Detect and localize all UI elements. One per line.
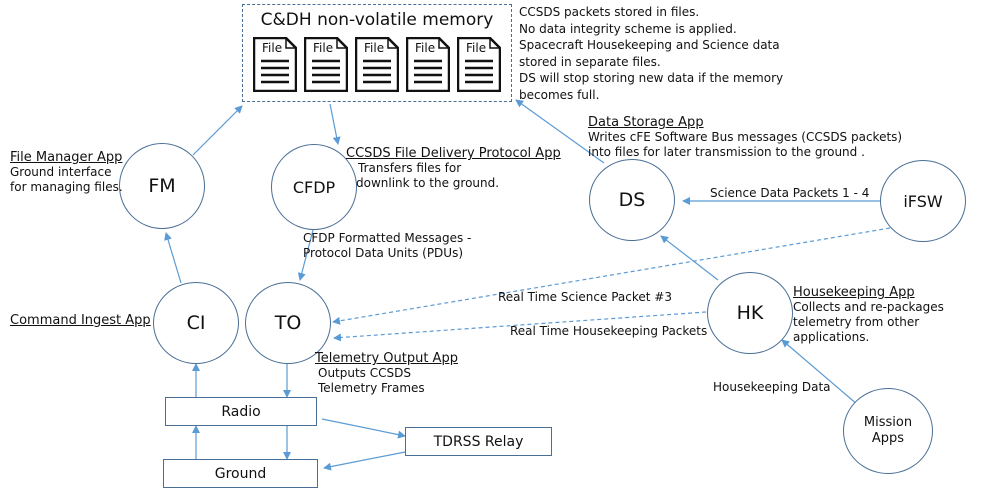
- housekeeping-data-label: Housekeeping Data: [713, 380, 831, 394]
- file-icon: File: [304, 37, 348, 92]
- ci-node[interactable]: CI: [153, 282, 239, 364]
- cfdp-node-label: CFDP: [292, 177, 336, 197]
- ground-box-label: Ground: [214, 465, 267, 482]
- memory-note: becomes full.: [519, 87, 600, 102]
- ds-node-label: DS: [618, 189, 646, 211]
- cfdp-to-flow-label: CFDP Formatted Messages - Protocol Data …: [303, 231, 471, 261]
- cfdp-node[interactable]: CFDP: [271, 144, 357, 230]
- arrow-hk-to-ds: [660, 235, 719, 281]
- to-node-label: TO: [274, 312, 302, 334]
- memory-note: DS will stop storing new data if the mem…: [519, 71, 784, 85]
- flow-label-line: Protocol Data Units (PDUs): [303, 246, 464, 260]
- memory-note: Spacecraft Housekeeping and Science data: [519, 38, 780, 52]
- fm-node-label: FM: [148, 175, 176, 197]
- mission-apps-node-label: Mission Apps: [863, 414, 913, 446]
- arrow-fm-to-memory: [192, 105, 243, 156]
- fm-app-title: File Manager App: [10, 150, 123, 165]
- memory-notes: CCSDS packets stored in files. No data i…: [519, 4, 783, 103]
- non-volatile-memory-container: C&DH non-volatile memory File File File …: [242, 4, 512, 102]
- fm-description: File Manager App Ground interface for ma…: [10, 150, 123, 195]
- ds-description-line: into files for later transmission to the…: [588, 145, 865, 159]
- file-icon: File: [457, 37, 501, 92]
- hk-description-line: applications.: [793, 330, 870, 344]
- radio-box-label: Radio: [221, 403, 261, 420]
- hk-description: Housekeeping App Collects and re-package…: [793, 285, 944, 345]
- tdrss-relay-box[interactable]: TDRSS Relay: [405, 427, 552, 456]
- flow-label-line: CFDP Formatted Messages -: [303, 231, 472, 245]
- arrow-memory-to-cfdp: [329, 103, 341, 145]
- to-description-line: Outputs CCSDS: [318, 366, 411, 380]
- ds-description-line: Writes cFE Software Bus messages (CCSDS …: [588, 130, 903, 144]
- memory-title: C&DH non-volatile memory: [260, 10, 494, 30]
- ds-app-title: Data Storage App: [588, 115, 704, 130]
- cfdp-description-line: Transfers files for: [358, 161, 462, 175]
- ds-node[interactable]: DS: [589, 159, 675, 241]
- radio-box[interactable]: Radio: [165, 397, 317, 426]
- ci-app-title: Command Ingest App: [10, 313, 151, 328]
- to-description-line: Telemetry Frames: [318, 381, 425, 395]
- mission-apps-node[interactable]: Mission Apps: [843, 388, 933, 474]
- fm-description-line: for managing files.: [10, 180, 123, 194]
- hk-description-line: telemetry from other: [793, 315, 920, 329]
- real-time-science-label: Real Time Science Packet #3: [498, 290, 672, 304]
- real-time-housekeeping-label: Real Time Housekeeping Packets: [510, 324, 708, 338]
- file-label: File: [465, 41, 488, 55]
- memory-note: No data integrity scheme is applied.: [519, 21, 737, 36]
- arrow-ci-to-fm: [164, 232, 182, 284]
- file-label: File: [312, 41, 335, 55]
- file-label: File: [363, 41, 386, 55]
- ci-node-label: CI: [186, 312, 206, 334]
- to-description: Telemetry Output App Outputs CCSDS Telem…: [315, 351, 458, 396]
- file-icon: File: [406, 37, 450, 92]
- arrow-cfdp-to-to: [297, 229, 314, 281]
- ifsw-node-label: iFSW: [903, 191, 943, 211]
- to-node[interactable]: TO: [245, 282, 331, 364]
- file-label: File: [261, 41, 284, 55]
- ci-description: Command Ingest App: [10, 313, 151, 328]
- arrow-mission-to-hk: [781, 339, 859, 406]
- tdrss-relay-box-label: TDRSS Relay: [433, 433, 524, 450]
- file-label: File: [414, 41, 437, 55]
- arrow-tdrss-to-ground: [323, 451, 406, 471]
- fm-node[interactable]: FM: [119, 143, 205, 229]
- hk-app-title: Housekeeping App: [793, 285, 915, 300]
- science-data-packets-label: Science Data Packets 1 - 4: [710, 186, 870, 200]
- file-icon: File: [253, 37, 297, 92]
- cfdp-description-line: downlink to the ground.: [356, 176, 500, 190]
- memory-note: CCSDS packets stored in files.: [519, 5, 700, 19]
- cfdp-app-title: CCSDS File Delivery Protocol App: [346, 146, 561, 161]
- memory-note: stored in separate files.: [519, 54, 661, 69]
- ground-box[interactable]: Ground: [163, 459, 318, 488]
- to-app-title: Telemetry Output App: [315, 351, 458, 366]
- cfdp-description: CCSDS File Delivery Protocol App Transfe…: [346, 146, 561, 191]
- file-icon: File: [355, 37, 399, 92]
- arrow-radio-to-tdrss: [321, 418, 406, 439]
- hk-description-line: Collects and re-packages: [793, 300, 944, 314]
- ifsw-node[interactable]: iFSW: [880, 160, 966, 242]
- arrow-ifsw-to-to-dashed: [332, 227, 891, 325]
- hk-node-label: HK: [736, 302, 764, 324]
- fm-description-line: Ground interface: [10, 165, 112, 179]
- arrow-hk-to-to-dashed: [333, 311, 707, 342]
- ds-description: Data Storage App Writes cFE Software Bus…: [588, 115, 902, 160]
- arrow-ds-to-memory: [515, 99, 605, 164]
- hk-node[interactable]: HK: [707, 272, 793, 354]
